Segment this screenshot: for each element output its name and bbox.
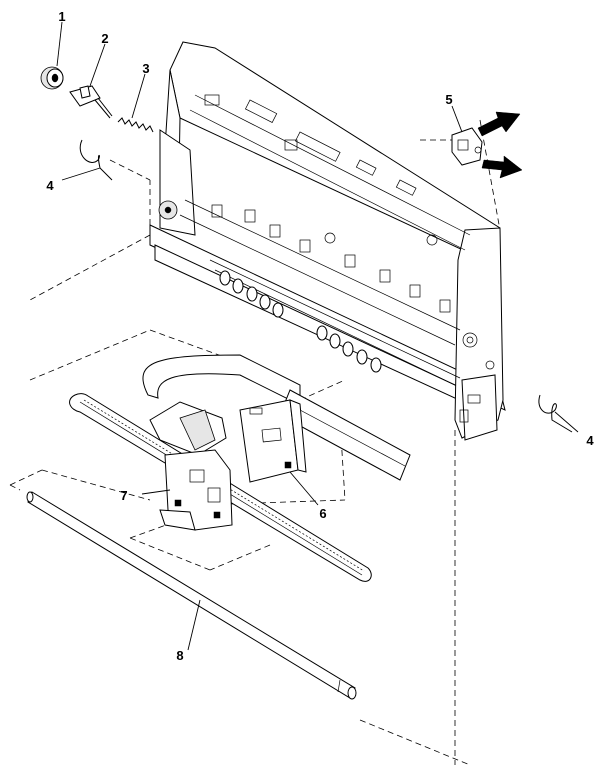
callout-6: 6 — [319, 506, 326, 521]
feed-rollers — [219, 270, 382, 373]
part-5-sensor — [451, 105, 523, 179]
part-4-wire-left — [61, 139, 113, 181]
callout-labels: 1 2 3 4 5 4 6 7 8 — [46, 9, 594, 663]
callout-5: 5 — [445, 92, 452, 107]
callout-8: 8 — [176, 648, 183, 663]
callout-1: 1 — [58, 9, 65, 24]
callout-2: 2 — [101, 31, 108, 46]
part-4-wire-right — [538, 394, 579, 433]
callout-4-left: 4 — [46, 178, 54, 193]
part-7-carriage — [141, 401, 233, 531]
part-8-guide-shaft — [26, 491, 357, 700]
arrow-icon — [481, 155, 523, 179]
main-frame — [149, 41, 506, 441]
part-1-gear — [40, 21, 64, 90]
part-6-circuit-board — [239, 399, 319, 506]
part-3-spring — [117, 73, 154, 133]
arrow-icon — [477, 111, 521, 137]
part-2-bracket — [69, 43, 113, 119]
callout-7: 7 — [120, 488, 127, 503]
callout-3: 3 — [142, 61, 149, 76]
callout-4-right: 4 — [586, 433, 594, 448]
